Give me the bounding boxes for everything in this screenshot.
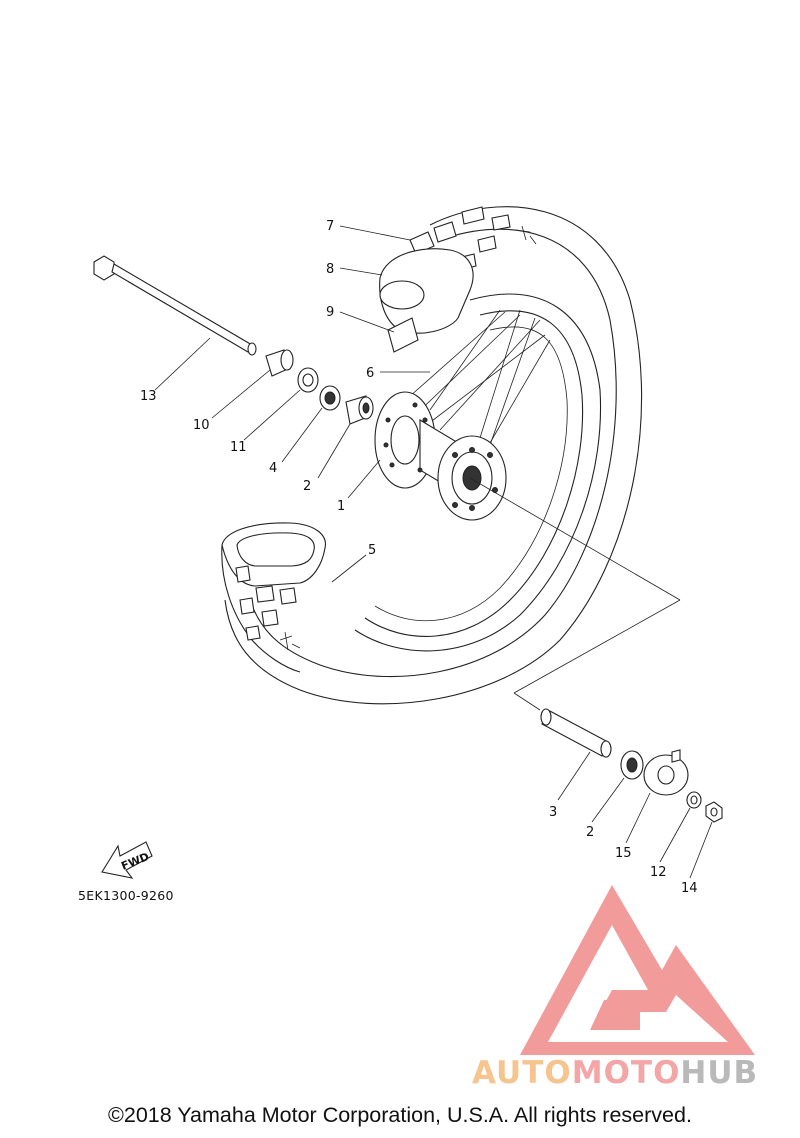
hub-cover-parts — [379, 248, 474, 353]
automotohub-logo-icon — [520, 885, 755, 1055]
axle-13 — [93, 255, 257, 356]
callout-13: 13 — [140, 389, 157, 404]
watermark-auto: AUTO — [472, 1055, 572, 1091]
callout-14: 14 — [681, 881, 698, 896]
callout-10: 10 — [193, 418, 210, 433]
hub — [374, 391, 507, 521]
right-side-parts — [540, 708, 723, 823]
callout-7: 7 — [326, 219, 334, 234]
callout-2-left: 2 — [303, 479, 311, 494]
leader-lines — [154, 225, 713, 879]
callout-15: 15 — [615, 846, 632, 861]
callout-8: 8 — [326, 262, 334, 277]
left-spacers — [265, 349, 374, 425]
watermark-moto: MOTO — [571, 1055, 681, 1091]
callout-9: 9 — [326, 305, 334, 320]
callout-3: 3 — [549, 805, 557, 820]
callout-2-right: 2 — [586, 825, 594, 840]
callout-12: 12 — [650, 865, 667, 880]
callout-1: 1 — [337, 499, 345, 514]
callout-5: 5 — [368, 543, 376, 558]
callout-6: 6 — [366, 366, 374, 381]
copyright-notice: ©2018 Yamaha Motor Corporation, U.S.A. A… — [108, 1103, 692, 1127]
spokes — [399, 309, 551, 471]
callout-4: 4 — [269, 461, 277, 476]
watermark-brand: AUTOMOTOHUB — [472, 1055, 792, 1095]
callout-11: 11 — [230, 440, 247, 455]
watermark-hub: HUB — [680, 1055, 759, 1091]
fwd-arrow-icon: FWD — [101, 841, 153, 879]
diagram-code: 5EK1300-9260 — [78, 888, 174, 903]
assembly-guide-lines — [469, 477, 681, 711]
